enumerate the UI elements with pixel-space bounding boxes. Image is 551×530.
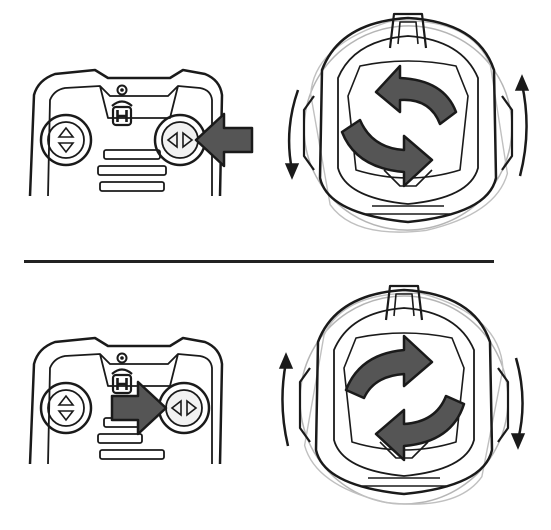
- brand-logo-icon: [111, 100, 133, 127]
- rotation-direction-left-icon: [281, 361, 290, 447]
- down-triangle-icon: [57, 410, 75, 422]
- rotation-direction-right-icon: [514, 357, 524, 441]
- instruction-diagram-top: [28, 12, 530, 233]
- instruction-diagram-bottom: [28, 284, 526, 505]
- up-down-button[interactable]: [39, 113, 93, 167]
- rotation-arrow-upper-icon: [374, 64, 458, 126]
- left-triangle-icon: [170, 399, 182, 417]
- instruction-panel-counterclockwise: [0, 0, 551, 256]
- press-arrow-left-icon: [194, 112, 254, 168]
- instruction-panel-clockwise: [0, 274, 551, 530]
- rotation-arrow-lower-icon: [374, 394, 466, 462]
- brand-logo-icon: [111, 368, 133, 395]
- power-led: [116, 84, 128, 96]
- remote-grip-stripes: [97, 149, 167, 192]
- section-divider: [24, 260, 494, 263]
- down-triangle-icon: [57, 142, 75, 154]
- rotation-direction-right-icon: [518, 83, 528, 177]
- left-triangle-icon: [166, 131, 178, 149]
- robotic-mower: [302, 12, 514, 233]
- robotic-mower: [298, 284, 510, 505]
- up-triangle-icon: [57, 126, 75, 138]
- remote-grip-stripes: [97, 417, 165, 460]
- press-arrow-right-icon: [110, 380, 168, 436]
- power-led: [116, 352, 128, 364]
- rotation-arrow-lower-icon: [340, 118, 434, 188]
- right-triangle-icon: [182, 131, 194, 149]
- right-triangle-icon: [186, 399, 198, 417]
- up-down-button[interactable]: [39, 381, 93, 435]
- up-triangle-icon: [57, 394, 75, 406]
- remote-control: [28, 68, 224, 197]
- left-right-button[interactable]: [153, 113, 207, 167]
- rotation-direction-left-icon: [287, 89, 300, 171]
- rotation-arrow-upper-icon: [344, 334, 434, 400]
